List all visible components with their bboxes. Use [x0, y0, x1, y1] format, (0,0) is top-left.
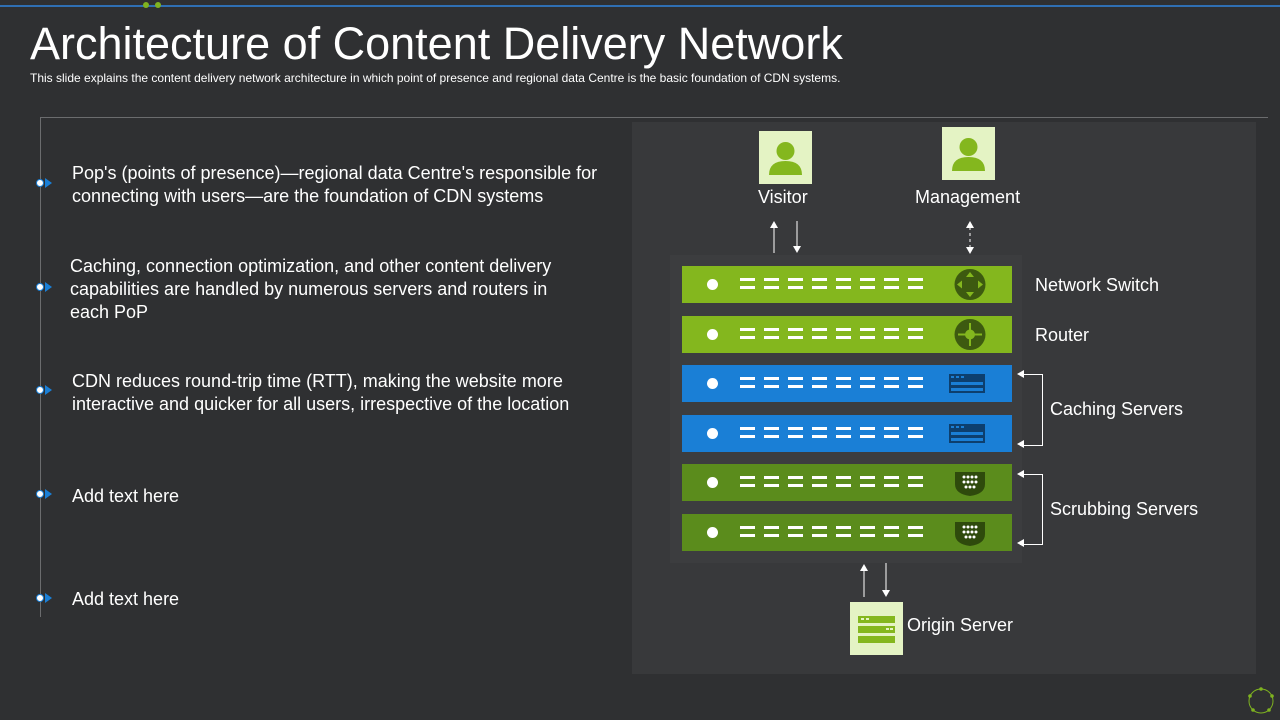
- server-unit: [682, 415, 1012, 452]
- scrubbing-server-icon: [953, 516, 987, 549]
- origin-server-icon: [850, 602, 903, 655]
- management-label: Management: [915, 187, 1021, 207]
- vent-slots: [740, 476, 930, 489]
- user-icon: [942, 127, 995, 180]
- scrubbing-servers-label: Scrubbing Servers: [1050, 499, 1199, 519]
- server-unit: [682, 514, 1012, 551]
- point-text: Add text here: [72, 589, 180, 609]
- vent-slots: [740, 526, 930, 539]
- vent-slots: [740, 377, 930, 390]
- led-indicator: [707, 477, 718, 488]
- slide-subtitle: This slide explains the content delivery…: [30, 71, 841, 85]
- scrubbing-server-icon: [953, 466, 987, 499]
- top-accent-line: [0, 5, 1280, 7]
- led-indicator: [707, 428, 718, 439]
- server-unit: [682, 365, 1012, 402]
- top-accent-dot: [143, 2, 149, 8]
- bullet-marker: [35, 488, 57, 500]
- router-icon: [953, 318, 987, 351]
- led-indicator: [707, 279, 718, 290]
- bullet-marker: [35, 384, 57, 396]
- bullet-marker: [35, 592, 57, 604]
- led-indicator: [707, 378, 718, 389]
- point-text: Add text here: [72, 486, 180, 506]
- vent-slots: [740, 278, 930, 291]
- caching-server-icon: [949, 367, 987, 400]
- slide-title: Architecture of Content Delivery Network: [30, 18, 843, 69]
- scrubbing-bracket: [1020, 474, 1043, 545]
- server-unit: [682, 464, 1012, 501]
- server-unit: [682, 266, 1012, 303]
- bullet-marker: [35, 281, 57, 293]
- led-indicator: [707, 329, 718, 340]
- separator-line: [40, 117, 1268, 118]
- vent-slots: [740, 427, 930, 440]
- vent-slots: [740, 328, 930, 341]
- bullet-marker: [35, 177, 57, 189]
- origin-server-label: Origin Server: [907, 615, 1014, 635]
- timeline-line: [40, 117, 41, 617]
- caching-bracket: [1020, 374, 1043, 446]
- point-text: Pop's (points of presence)—regional data…: [72, 163, 598, 206]
- router-label: Router: [1035, 325, 1090, 345]
- visitor-label: Visitor: [758, 187, 808, 207]
- network-switch-icon: [953, 268, 987, 301]
- point-text: CDN reduces round-trip time (RTT), makin…: [72, 371, 570, 414]
- caching-servers-label: Caching Servers: [1050, 399, 1184, 419]
- server-rack: [670, 255, 1022, 563]
- network-switch-label: Network Switch: [1035, 275, 1160, 295]
- server-unit: [682, 316, 1012, 353]
- top-accent-dot: [155, 2, 161, 8]
- user-icon: [759, 131, 812, 184]
- caching-server-icon: [949, 417, 987, 450]
- led-indicator: [707, 527, 718, 538]
- decorative-ring-icon: [1248, 687, 1274, 714]
- point-text: Caching, connection optimization, and ot…: [70, 256, 552, 322]
